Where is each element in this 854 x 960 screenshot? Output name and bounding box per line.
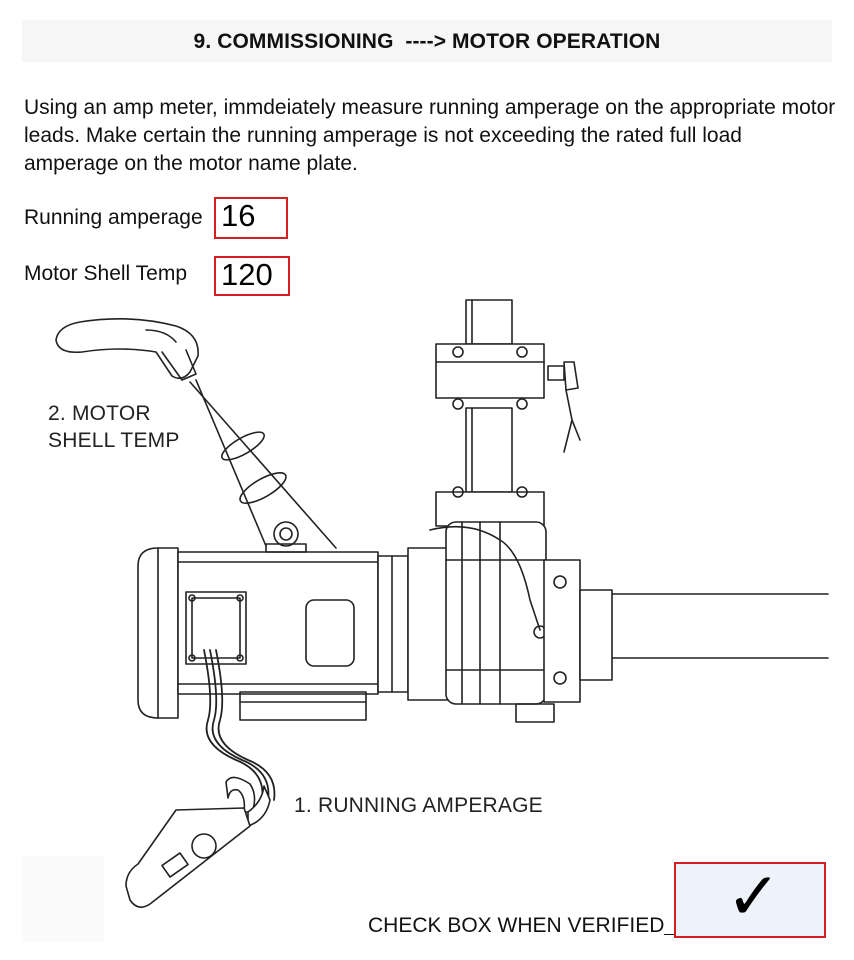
- header-bar: 9. COMMISSIONING ----> MOTOR OPERATION: [22, 20, 832, 62]
- ir-thermometer-icon: [55, 318, 337, 549]
- pump-casing: [429, 521, 613, 723]
- running-amperage-field[interactable]: 16: [214, 197, 288, 239]
- running-amperage-label: Running amperage: [24, 206, 203, 229]
- motor-leads: [203, 649, 276, 801]
- callout-running-amperage: 1. RUNNING AMPERAGE: [294, 794, 543, 817]
- callout-motor-shell-temp-line1: 2. MOTOR: [48, 402, 151, 425]
- clamp-meter-icon: [125, 776, 271, 908]
- discharge-pipe: [435, 299, 545, 527]
- valve: [547, 361, 581, 453]
- pump-motor-diagram: [55, 299, 829, 908]
- instructions-text: Using an amp meter, immdeiately measure …: [24, 96, 836, 175]
- verify-label: CHECK BOX WHEN VERIFIED: [368, 914, 665, 937]
- checkmark-icon: ✓: [726, 859, 782, 933]
- motor-shell-temp-label: Motor Shell Temp: [24, 262, 188, 285]
- page-title: 9. COMMISSIONING ----> MOTOR OPERATION: [193, 30, 661, 53]
- motor-shell-temp-field[interactable]: 120: [214, 256, 290, 296]
- corner-smudge: [22, 856, 104, 942]
- motor: [137, 521, 449, 721]
- callout-motor-shell-temp-line2: SHELL TEMP: [48, 429, 180, 452]
- verified-checkbox[interactable]: ✓: [674, 859, 826, 938]
